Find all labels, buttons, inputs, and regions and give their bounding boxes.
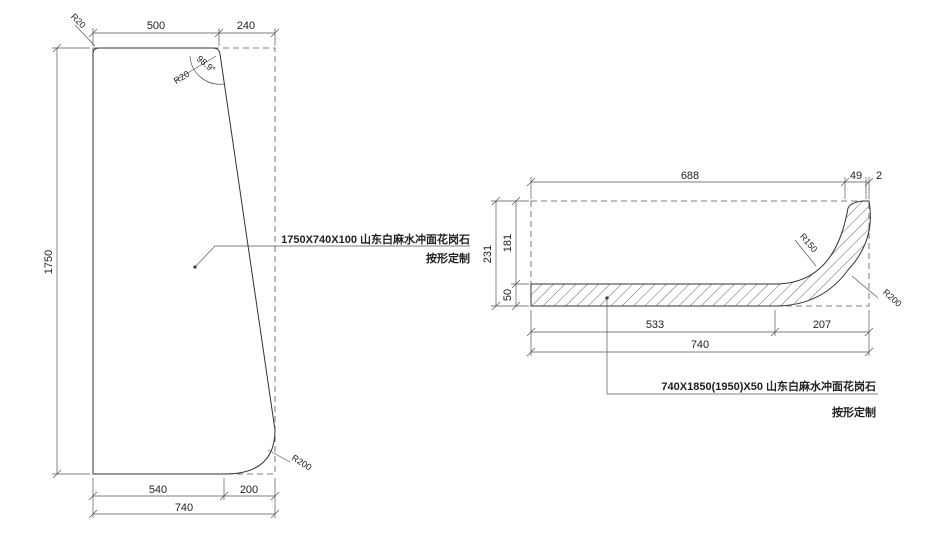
left-radius-top-inner: R20 bbox=[172, 69, 191, 86]
left-plan-view: 500 240 R20 R20 98.9° 1750 R200 bbox=[43, 12, 470, 519]
right-dim-top-688: 688 bbox=[681, 170, 699, 182]
right-radius-inner: R150 bbox=[798, 231, 819, 254]
left-radius-top-left: R20 bbox=[69, 12, 88, 31]
right-note-line2: 按形定制 bbox=[832, 405, 876, 419]
right-dim-height-231: 231 bbox=[482, 245, 494, 263]
right-note-line1: 740X1850(1950)X50 山东白麻水冲面花岗石 bbox=[661, 379, 876, 393]
right-hatched-section bbox=[530, 200, 871, 307]
right-bottom-dimension: 533 207 740 bbox=[526, 310, 874, 357]
left-radius-bottom: R200 bbox=[290, 453, 314, 473]
right-dim-bottom-533: 533 bbox=[646, 319, 664, 331]
left-bounding-dashed-rect bbox=[92, 47, 276, 475]
left-dim-top-500: 500 bbox=[147, 20, 165, 32]
left-note-line2: 按形定制 bbox=[426, 251, 470, 265]
left-height-dimension: 1750 bbox=[43, 43, 90, 479]
left-angle-arc bbox=[189, 55, 225, 85]
right-height-dimension: 231 181 50 bbox=[482, 196, 529, 311]
right-leader-line bbox=[606, 298, 878, 395]
left-slab-outline bbox=[92, 47, 276, 475]
left-dim-bottom-740: 740 bbox=[175, 502, 193, 514]
right-top-dimension: 688 49 2 bbox=[526, 170, 882, 199]
right-dim-height-50: 50 bbox=[502, 289, 514, 301]
left-leader-line bbox=[194, 245, 470, 268]
left-bottom-dimension: 540 200 740 bbox=[88, 478, 280, 519]
right-dim-height-181: 181 bbox=[502, 234, 514, 252]
right-dim-top-49: 49 bbox=[850, 170, 862, 182]
left-note-line1: 1750X740X100 山东白麻水冲面花岗石 bbox=[281, 232, 470, 246]
left-top-dimension: 500 240 bbox=[88, 20, 280, 46]
left-dim-bottom-200: 200 bbox=[240, 484, 258, 496]
right-dim-top-2: 2 bbox=[876, 170, 882, 182]
right-radius-outer: R200 bbox=[881, 287, 904, 309]
left-dim-bottom-540: 540 bbox=[149, 484, 167, 496]
left-dim-top-240: 240 bbox=[237, 20, 255, 32]
right-dim-bottom-740: 740 bbox=[691, 339, 709, 351]
right-section-view: 688 49 2 231 181 50 R150 R200 bbox=[482, 170, 904, 419]
left-dim-height-1750: 1750 bbox=[43, 250, 55, 274]
right-dim-bottom-207: 207 bbox=[813, 319, 831, 331]
